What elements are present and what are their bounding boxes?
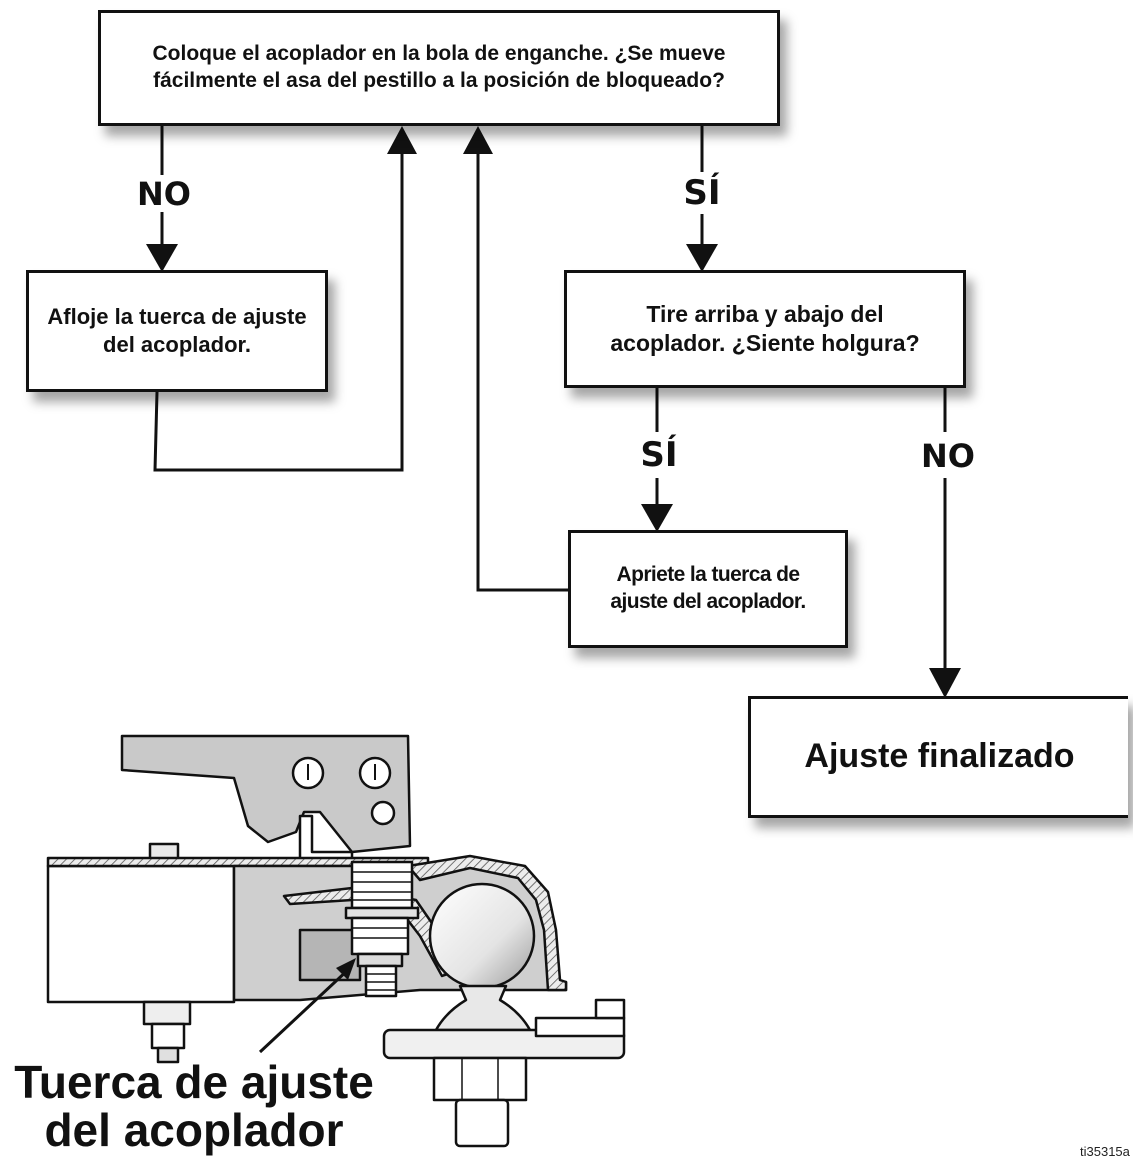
label-yes-right: SÍ [672, 176, 732, 210]
arrowhead-up-start-tighten [463, 126, 493, 154]
play-question-box: Tire arriba y abajo del acoplador. ¿Sien… [564, 270, 966, 388]
arrowhead-down-loosen [146, 244, 178, 272]
coupler-shell [406, 854, 568, 992]
hitch-ball-neck [434, 984, 532, 1032]
latch-hole [370, 800, 396, 826]
label-yes-play: SÍ [628, 438, 690, 472]
hitch-ball [428, 882, 536, 990]
arrowhead-down-done [929, 668, 961, 698]
arrowhead-up-start-loop [387, 126, 417, 154]
play-question-text: Tire arriba y abajo del acoplador. ¿Sien… [610, 300, 920, 356]
label-no-left: NO [132, 178, 196, 210]
hitch-bracket [594, 998, 626, 1020]
callout-arrow-line [258, 966, 352, 1054]
line-loosen-loop-back [153, 148, 404, 472]
tighten-step-box: Apriete la tuerca de ajuste del acoplado… [568, 530, 848, 648]
stud-washer [344, 906, 420, 920]
done-text: Ajuste finalizado [804, 737, 1075, 776]
coupler-illustration [46, 734, 626, 1148]
stud-thread [364, 964, 398, 998]
start-question-text: Coloque el acoplador en la bola de engan… [152, 42, 726, 92]
hitch-bar [534, 1016, 626, 1038]
line-tighten-loop-back [476, 148, 570, 592]
arrowhead-down-play [686, 244, 718, 272]
tighten-step-text: Apriete la tuerca de ajuste del acoplado… [610, 563, 806, 613]
callout-arrowhead [336, 958, 356, 980]
loosen-step-text: Afloje la tuerca de ajuste del acoplador… [47, 303, 307, 357]
flow-lines [153, 126, 947, 672]
ball-shank-end [454, 1098, 510, 1148]
ball-shank-nut [432, 1056, 528, 1102]
tongue-beam [46, 864, 236, 1004]
arrowheads [146, 126, 961, 698]
arrowhead-down-tighten [641, 504, 673, 532]
figure-code: ti35315a [1080, 1144, 1130, 1159]
stud-upper [350, 860, 414, 910]
bottom-bolt-head [142, 1000, 192, 1026]
done-box: Ajuste finalizado [748, 696, 1128, 818]
latch-handle [120, 734, 412, 854]
adjustment-nut [350, 916, 410, 956]
callout-caption: Tuerca de ajuste del acoplador [14, 1056, 374, 1157]
loosen-step-box: Afloje la tuerca de ajuste del acoplador… [26, 270, 328, 392]
adjustment-nut-lower [356, 952, 404, 968]
start-question-box: Coloque el acoplador en la bola de engan… [98, 10, 780, 126]
label-no-play: NO [910, 440, 986, 472]
